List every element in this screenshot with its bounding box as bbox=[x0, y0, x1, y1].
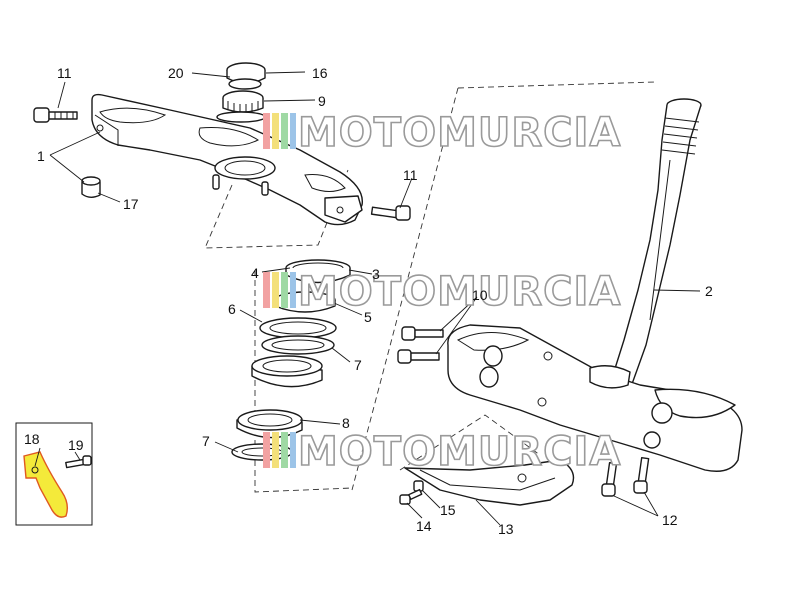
part-14-screw bbox=[399, 488, 423, 505]
leader-lines bbox=[34, 71, 701, 526]
watermark-stripe-red bbox=[263, 432, 270, 468]
watermark-stripe-green bbox=[281, 272, 288, 308]
callout-7: 7 bbox=[354, 357, 362, 373]
callout-17: 17 bbox=[123, 196, 139, 212]
callout-labels: 11 20 16 9 1 17 11 4 3 5 6 7 8 7 2 10 18… bbox=[24, 65, 713, 537]
callout-11: 11 bbox=[57, 65, 72, 81]
part-6-seal bbox=[259, 317, 337, 339]
callout-6: 6 bbox=[228, 301, 236, 317]
watermark-stripe-red bbox=[263, 272, 270, 308]
part-20-washer bbox=[228, 78, 262, 90]
callout-1: 1 bbox=[37, 148, 45, 164]
callout-4: 4 bbox=[251, 265, 259, 281]
part-12-bolt-left bbox=[601, 461, 618, 497]
guide-bearing-stack bbox=[254, 270, 353, 493]
watermark-middle: MOTOMURCIA bbox=[263, 268, 621, 316]
watermark-top: MOTOMURCIA bbox=[263, 109, 621, 157]
watermark-stripe-green bbox=[281, 432, 288, 468]
part-12-bolt-right bbox=[633, 456, 650, 494]
guide-top-span bbox=[457, 81, 656, 89]
top-triple-clamp bbox=[91, 93, 364, 226]
inset-detail-box bbox=[15, 422, 93, 526]
watermark-stripe-yellow bbox=[272, 113, 279, 149]
callout-18: 18 bbox=[24, 431, 40, 447]
part-9-nut bbox=[216, 90, 266, 123]
watermark-stripe-red bbox=[263, 113, 270, 149]
guide-bottom-cover bbox=[399, 414, 541, 471]
part-13-lower-cover bbox=[404, 459, 575, 506]
part-11-bolt-right bbox=[370, 205, 411, 221]
callout-9: 9 bbox=[318, 93, 326, 109]
part-19-screw bbox=[65, 455, 92, 469]
watermark-stripe-blue bbox=[290, 113, 296, 149]
part-18-highlighted-bracket bbox=[23, 451, 69, 518]
callout-2: 2 bbox=[705, 283, 713, 299]
part-17-grommet bbox=[81, 176, 101, 198]
part-10-bolt-upper bbox=[401, 326, 444, 341]
callout-15: 15 bbox=[440, 502, 456, 518]
callout-13: 13 bbox=[498, 521, 514, 537]
callout-3: 3 bbox=[372, 266, 380, 282]
callout-19: 19 bbox=[68, 437, 84, 453]
callout-7: 7 bbox=[202, 433, 210, 449]
watermark-stripe-blue bbox=[290, 432, 296, 468]
watermark-stripe-yellow bbox=[272, 432, 279, 468]
callout-11: 11 bbox=[403, 167, 418, 183]
steering-stem bbox=[611, 98, 702, 385]
watermark-stripe-green bbox=[281, 113, 288, 149]
watermark-stripe-yellow bbox=[272, 272, 279, 308]
part-10-race bbox=[251, 355, 323, 388]
callout-8: 8 bbox=[342, 415, 350, 431]
callout-10: 10 bbox=[472, 287, 488, 303]
callout-12: 12 bbox=[662, 512, 678, 528]
part-11-bolt-left bbox=[33, 107, 78, 123]
callout-5: 5 bbox=[364, 309, 372, 325]
watermark-text: MOTOMURCIA bbox=[298, 269, 621, 315]
watermark-text: MOTOMURCIA bbox=[298, 429, 621, 475]
callout-16: 16 bbox=[312, 65, 328, 81]
callout-14: 14 bbox=[416, 518, 432, 534]
part-10-bolt-lower bbox=[397, 349, 440, 364]
part-18-hole bbox=[31, 466, 39, 474]
lower-yoke bbox=[447, 324, 743, 472]
callout-20: 20 bbox=[168, 65, 184, 81]
part-7-bearing-upper bbox=[261, 335, 335, 355]
watermark-stripe-blue bbox=[290, 272, 296, 308]
watermark-text: MOTOMURCIA bbox=[298, 110, 621, 156]
watermark-bottom: MOTOMURCIA bbox=[263, 428, 621, 476]
